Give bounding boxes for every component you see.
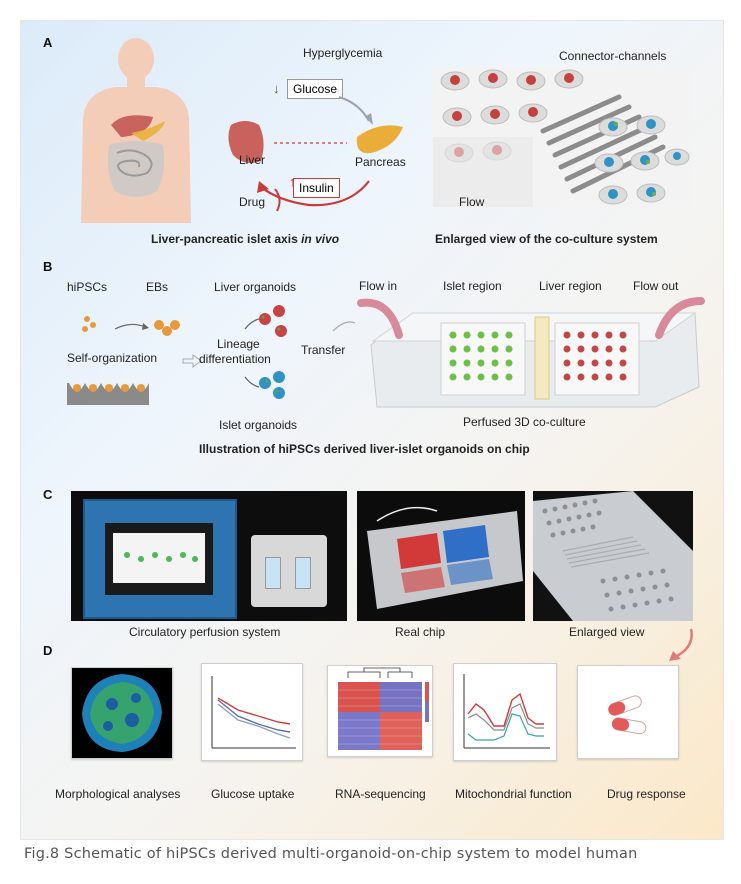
- insulin-arrow: [260, 180, 370, 207]
- panel-a-caption-right: Enlarged view of the co-culture system: [435, 232, 658, 246]
- curved-arrow: [669, 628, 693, 661]
- flow-out-label: Flow out: [633, 279, 679, 293]
- pancreas-icon: [356, 125, 403, 154]
- islet-organoids-label: Islet organoids: [219, 418, 298, 432]
- lineage-label: Lineage: [217, 337, 260, 351]
- flow-in-tube: [357, 298, 403, 339]
- device-display: [113, 533, 205, 583]
- perfusion-chip-holder: [251, 535, 327, 607]
- glucose-box: Glucose: [287, 79, 344, 99]
- real-chip-label: Real chip: [395, 625, 446, 639]
- rna-seq-thumbnail: [327, 665, 433, 757]
- drug-label: Drug: [239, 195, 266, 209]
- pancreas-organ: [131, 121, 165, 141]
- islet-region-label: Islet region: [443, 279, 502, 293]
- morphological-label: Morphological analyses: [55, 787, 181, 801]
- perfusion-device-body: [83, 499, 237, 619]
- differentiation-process-illustration: [67, 305, 356, 405]
- liver-organ: [111, 115, 153, 137]
- intestine-organ: [107, 141, 165, 197]
- glucose-uptake-thumbnail: [201, 663, 303, 761]
- enlarged-view-label: Enlarged view: [569, 625, 645, 639]
- panel-d-letter: D: [43, 643, 53, 658]
- down-arrow-icon: ↓: [273, 81, 280, 96]
- drug-response-thumbnail: [577, 665, 679, 759]
- morphology-image: [82, 674, 162, 752]
- connector-channels-label: Connector-channels: [559, 49, 667, 63]
- drug-response-label: Drug response: [607, 787, 686, 801]
- transfer-label: Transfer: [301, 343, 346, 357]
- mitochondrial-plot: [463, 674, 550, 749]
- connector-channels: [534, 316, 550, 400]
- device-screen: [105, 523, 213, 595]
- perfused-label: Perfused 3D co-culture: [463, 415, 586, 429]
- coculture-enlarged-illustration: [433, 67, 693, 207]
- liver-region-label: Liver region: [539, 279, 602, 293]
- self-organization-label: Self-organization: [67, 351, 158, 365]
- pancreas-label: Pancreas: [355, 155, 406, 169]
- perfusion-system-photo: [71, 491, 347, 621]
- organ-axis-diagram: [228, 96, 403, 212]
- rna-seq-heatmap: [338, 667, 429, 750]
- flow-in-label: Flow in: [359, 279, 398, 293]
- glucose-uptake-plot: [211, 676, 296, 749]
- up-arrow-icon: ↑: [289, 174, 296, 189]
- caption-left-italic: in vivo: [301, 232, 340, 246]
- perfused-chip-illustration: [357, 297, 705, 408]
- real-chip-illustration: [367, 506, 523, 609]
- morphology-thumbnail: [71, 667, 173, 759]
- mitochondrial-label: Mitochondrial function: [455, 787, 572, 801]
- liver-icon: [228, 121, 264, 163]
- display-dots: [124, 552, 198, 562]
- rna-seq-label: RNA-sequencing: [335, 787, 426, 801]
- enlarged-view-photo: [533, 491, 693, 621]
- panel-a-caption-left: Liver-pancreatic islet axis in vivo: [151, 232, 339, 246]
- caption-left-text: Liver-pancreatic islet axis: [151, 232, 302, 246]
- mitochondrial-thumbnail: [453, 663, 557, 761]
- flow-out-tube: [655, 297, 705, 339]
- chip-slot-1: [265, 557, 281, 589]
- panel-b-caption: Illustration of hiPSCs derived liver-isl…: [199, 442, 530, 456]
- figure-panel: A Hyperglycemia Glucose ↓ Liver Pancreas…: [20, 20, 724, 840]
- insulin-label: Insulin: [299, 181, 334, 195]
- glucose-arrow: [338, 96, 370, 122]
- flow-label: Flow: [459, 195, 485, 209]
- differentiation-label: differentiation: [199, 352, 271, 366]
- human-body-illustration: [81, 38, 191, 223]
- liver-organoids-label: Liver organoids: [214, 280, 297, 294]
- panel-a-letter: A: [43, 35, 53, 50]
- enlarged-well-plate: [533, 491, 693, 621]
- drug-arrow: [274, 188, 281, 212]
- ebs-label: EBs: [146, 280, 169, 294]
- figure-caption: Fig.8 Schematic of hiPSCs derived multi-…: [24, 846, 638, 862]
- insulin-box: Insulin: [293, 178, 340, 198]
- liver-label: Liver: [239, 153, 266, 167]
- glucose-label: Glucose: [293, 82, 338, 96]
- hyperglycemia-label: Hyperglycemia: [303, 46, 383, 60]
- panel-c-letter: C: [43, 487, 53, 502]
- drug-capsules: [608, 695, 647, 735]
- perfusion-system-label: Circulatory perfusion system: [129, 625, 281, 639]
- glucose-uptake-label: Glucose uptake: [211, 787, 295, 801]
- panel-b-letter: B: [43, 259, 53, 274]
- hipscs-label: hiPSCs: [67, 280, 108, 294]
- chip-slot-2: [295, 557, 311, 589]
- real-chip-photo: [357, 491, 525, 621]
